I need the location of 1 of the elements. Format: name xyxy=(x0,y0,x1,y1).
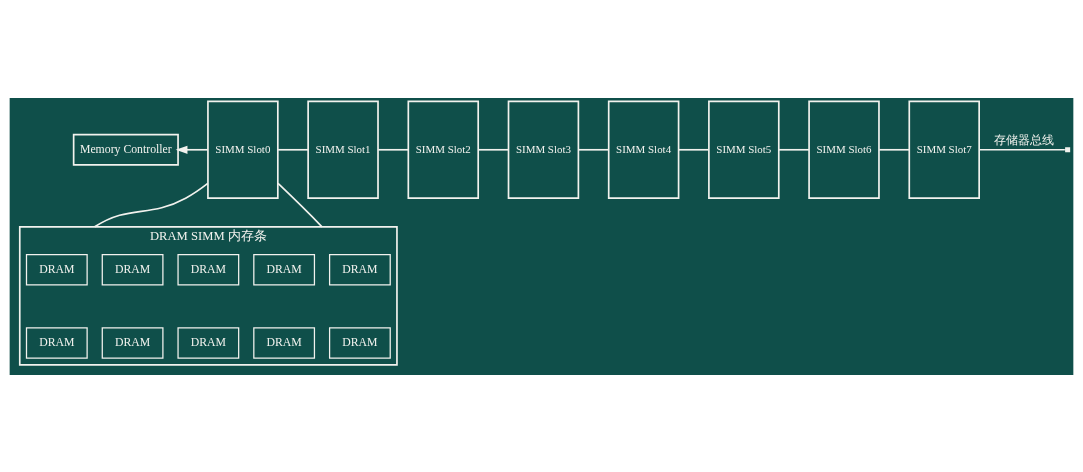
edge-label: 存储器总线 xyxy=(994,133,1055,147)
